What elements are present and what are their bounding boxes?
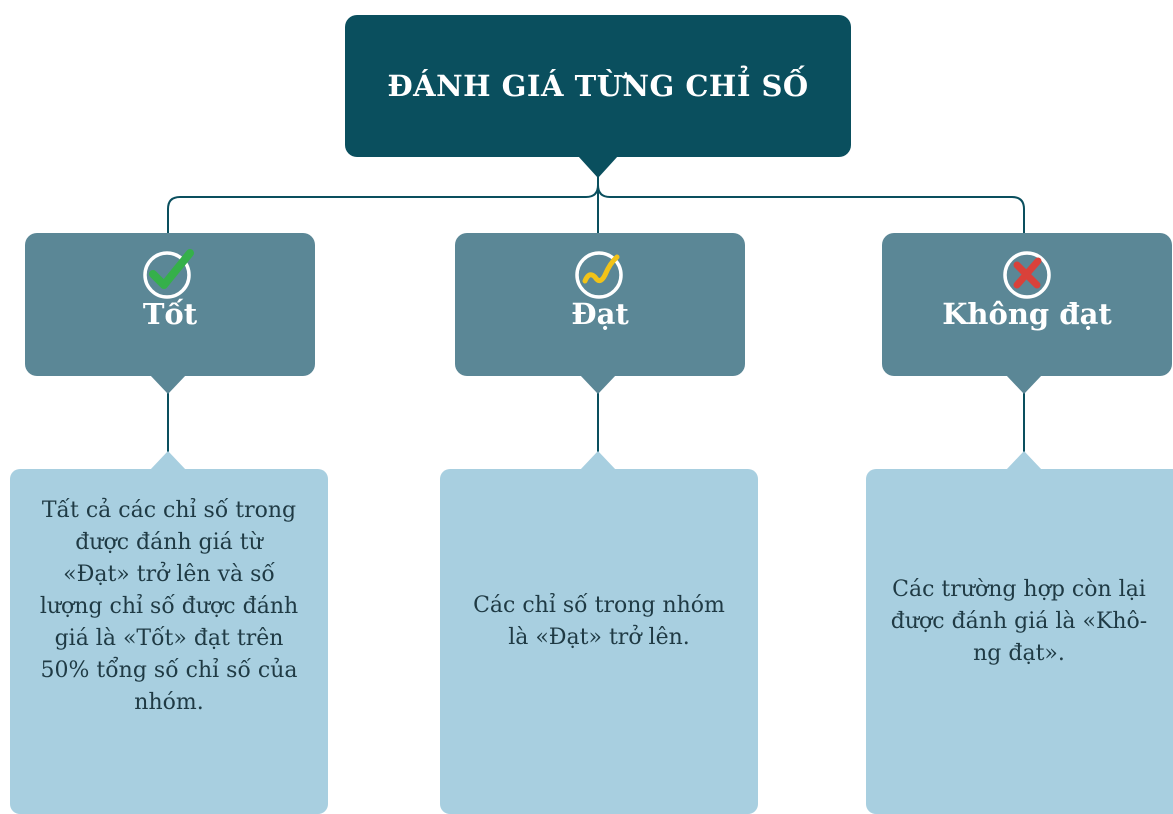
cross-icon [1003,251,1051,299]
cat-pointer-2 [580,375,616,394]
cat-pointer-1 [150,375,186,394]
description-text: Tất cả các chỉ số trong được đánh giá từ… [39,497,299,715]
description-pass: Các chỉ số trong nhóm là «Đạt» trở lên. [440,469,758,814]
desc-pointer-2 [580,451,616,470]
check-icon [143,249,194,299]
category-label: Đạt [571,297,629,331]
category-label: Không đạt [942,297,1112,331]
root-pointer [578,156,618,178]
category-pass: Đạt [455,233,745,376]
cat-pointer-3 [1006,375,1042,394]
category-label: Tốt [142,297,198,331]
description-text: Các trường hợp còn lại được đánh giá là … [890,576,1148,666]
desc-pointer-3 [1006,451,1042,470]
description-text: Các chỉ số trong nhóm là «Đạt» trở lên. [473,592,725,650]
category-good: Tốt [25,233,315,376]
root-node: ĐÁNH GIÁ TỪNG CHỈ SỐ [345,15,851,157]
desc-pointer-1 [150,451,186,470]
description-fail: Các trường hợp còn lại được đánh giá là … [866,469,1173,814]
wave-check-icon [575,251,623,299]
description-good: Tất cả các chỉ số trong được đánh giá từ… [10,469,328,814]
root-title: ĐÁNH GIÁ TỪNG CHỈ SỐ [387,69,809,103]
category-fail: Không đạt [882,233,1172,376]
